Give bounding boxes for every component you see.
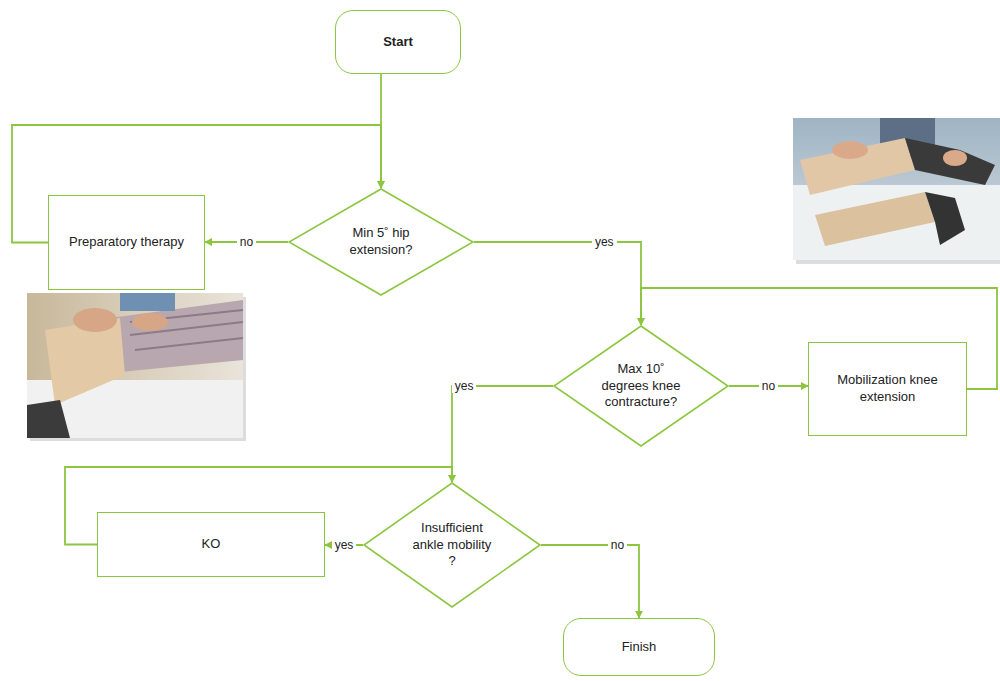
node-label: Max 10˚ degrees knee contracture? (597, 361, 685, 412)
node-label: Min 5˚ hip extension? (335, 225, 428, 259)
edge-label: no (759, 379, 778, 393)
edge-label: yes (332, 538, 357, 552)
diamond-outline (289, 189, 473, 295)
node-text-group: Max 10˚ degrees knee contracture? (597, 361, 685, 412)
diamond-outline (364, 483, 540, 607)
node-text-group: KO (202, 536, 221, 553)
node-text-group: Mobilization knee extension (816, 372, 959, 406)
therapy-photo-left (27, 293, 246, 441)
node-label: Finish (622, 639, 657, 656)
decision-diamond: Min 5˚ hip extension? (288, 188, 474, 296)
edge-label: no (237, 235, 256, 249)
flow-arrow (452, 386, 553, 482)
edge-label: yes (592, 235, 617, 249)
node-label: Start (383, 34, 413, 51)
decision-diamond: Insufficient ankle mobility ? (363, 482, 541, 608)
flow-arrow (474, 242, 641, 325)
node-label: Preparatory therapy (69, 234, 184, 251)
therapy-photo-right (793, 118, 1000, 264)
start-terminal: Start (335, 10, 461, 74)
node-text-group: Finish (622, 639, 657, 656)
node-label: Insufficient ankle mobility ? (408, 520, 497, 571)
node-label: KO (202, 536, 221, 553)
node-label: Mobilization knee extension (816, 372, 959, 406)
flow-arrow (541, 545, 639, 618)
process-box: Preparatory therapy (48, 195, 205, 290)
node-text-group: Preparatory therapy (69, 234, 184, 251)
node-text-group: Insufficient ankle mobility ? (408, 520, 497, 571)
process-box: KO (97, 512, 325, 577)
finish-terminal: Finish (563, 618, 715, 676)
node-text-group: Start (383, 34, 413, 51)
edge-label: yes (452, 379, 477, 393)
process-box: Mobilization knee extension (808, 342, 967, 436)
decision-diamond: Max 10˚ degrees knee contracture? (553, 325, 729, 447)
diamond-outline (554, 326, 728, 446)
node-text-group: Min 5˚ hip extension? (335, 225, 428, 259)
edge-label: no (608, 538, 627, 552)
